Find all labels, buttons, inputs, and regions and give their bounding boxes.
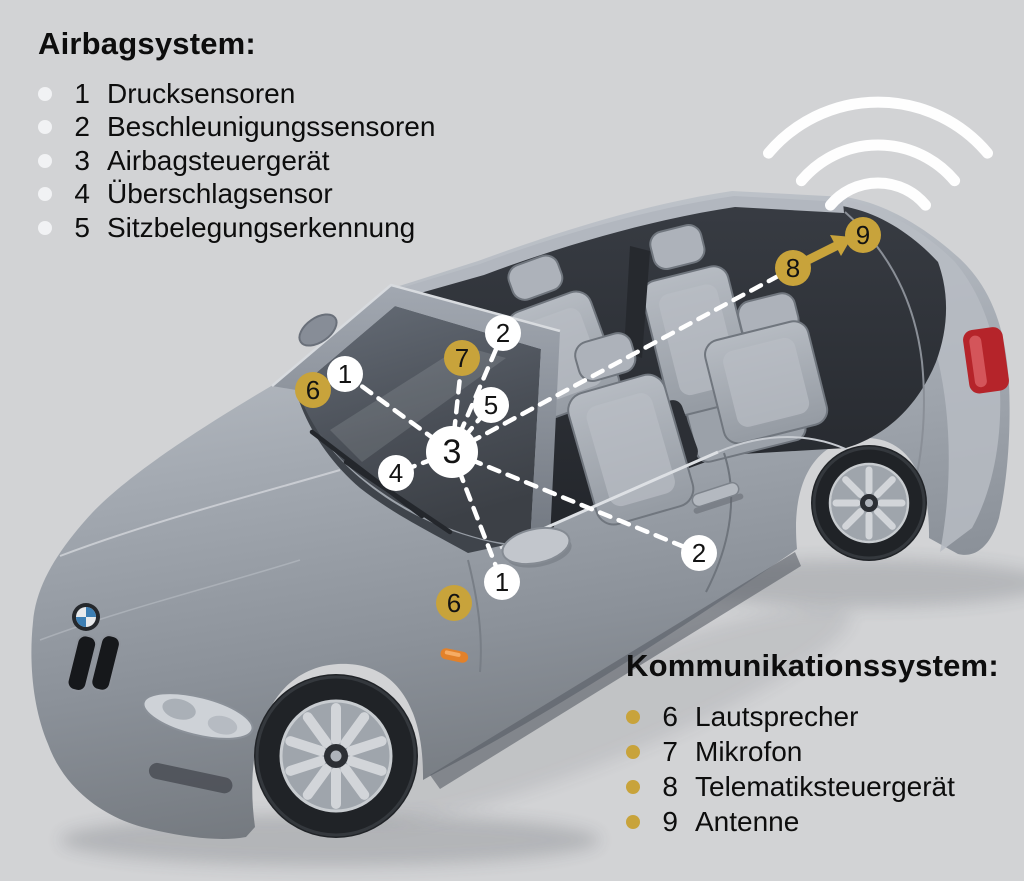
list-bullet-icon bbox=[38, 120, 52, 135]
list-bullet-icon bbox=[38, 187, 52, 202]
item-label: Sitzbelegungserkennung bbox=[107, 211, 416, 243]
callout-marker-6-door: 6 bbox=[436, 585, 472, 621]
far-door-top bbox=[395, 196, 844, 299]
door-seam-front bbox=[467, 559, 482, 673]
item-label: Airbagsteuergerät bbox=[107, 144, 330, 176]
list-item: 3 Airbagsteuergerät bbox=[38, 144, 435, 178]
list-bullet-icon bbox=[626, 744, 640, 759]
svg-text:6: 6 bbox=[306, 375, 320, 405]
callout-marker-6-top: 6 bbox=[295, 372, 331, 408]
item-number: 9 bbox=[662, 805, 678, 837]
item-label: Lautsprecher bbox=[695, 700, 859, 732]
item-number: 3 bbox=[74, 144, 90, 176]
svg-text:4: 4 bbox=[389, 458, 403, 488]
svg-text:2: 2 bbox=[496, 318, 510, 348]
signal-waves-icon bbox=[763, 96, 993, 211]
callout-marker-1-front: 1 bbox=[327, 356, 363, 392]
list-item: 8 Telematiksteuergerät bbox=[626, 769, 999, 804]
item-number: 1 bbox=[74, 77, 90, 109]
list-item: 4 Überschlagsensor bbox=[38, 178, 435, 212]
rear-right-seat bbox=[704, 292, 829, 445]
item-label: Telematiksteuergerät bbox=[695, 770, 955, 802]
item-label: Antenne bbox=[695, 805, 800, 837]
list-item: 7 Mikrofon bbox=[626, 734, 999, 769]
list-item: 6 Lautsprecher bbox=[626, 699, 999, 734]
door-seam-rear bbox=[705, 452, 733, 593]
trunk-lid bbox=[846, 200, 1001, 552]
list-item: 1 Drucksensoren bbox=[38, 77, 435, 111]
callout-marker-8: 8 bbox=[775, 250, 811, 286]
callout-marker-3-hub: 3 bbox=[426, 426, 478, 478]
headlight bbox=[142, 692, 254, 740]
list-item: 2 Beschleunigungssensoren bbox=[38, 111, 435, 145]
rocker-panel bbox=[430, 552, 801, 789]
airbag-legend-title: Airbagsystem: bbox=[38, 26, 256, 61]
svg-text:8: 8 bbox=[786, 253, 800, 283]
taillight bbox=[963, 327, 1009, 394]
list-item: 9 Antenne bbox=[626, 804, 999, 839]
item-number: 2 bbox=[74, 111, 90, 143]
seatbelt bbox=[624, 246, 650, 358]
rear-wheel bbox=[811, 445, 927, 561]
item-label: Drucksensoren bbox=[107, 77, 296, 109]
front-wheel bbox=[254, 674, 418, 838]
kidney-grille bbox=[66, 634, 121, 692]
item-number: 6 bbox=[662, 700, 678, 732]
side-marker bbox=[440, 648, 469, 663]
list-bullet-icon bbox=[626, 779, 640, 794]
item-label: Überschlagsensor bbox=[107, 178, 333, 210]
svg-text:6: 6 bbox=[447, 588, 461, 618]
lower-air-intake bbox=[148, 762, 233, 794]
airbag-legend: Airbagsystem: 1 Drucksensoren 2 Beschleu… bbox=[38, 26, 435, 245]
svg-text:3: 3 bbox=[443, 433, 462, 471]
svg-text:5: 5 bbox=[484, 390, 498, 420]
bmw-roundel-icon bbox=[72, 603, 100, 631]
wiper-blades bbox=[309, 429, 453, 535]
svg-text:9: 9 bbox=[856, 220, 870, 250]
list-bullet-icon bbox=[626, 814, 640, 829]
list-bullet-icon bbox=[38, 86, 52, 101]
callout-marker-4: 4 bbox=[378, 455, 414, 491]
callout-marker-5: 5 bbox=[473, 387, 509, 423]
item-number: 4 bbox=[74, 178, 90, 210]
communication-legend: Kommunikationssystem: 6 Lautsprecher 7 M… bbox=[626, 648, 999, 839]
front-right-seat bbox=[567, 332, 695, 526]
callout-marker-2-top: 2 bbox=[485, 315, 521, 351]
callout-marker-1-door: 1 bbox=[484, 564, 520, 600]
door-handle bbox=[691, 481, 744, 514]
communication-legend-title: Kommunikationssystem: bbox=[626, 648, 999, 683]
svg-text:1: 1 bbox=[338, 359, 352, 389]
list-bullet-icon bbox=[38, 220, 52, 235]
list-item: 5 Sitzbelegungserkennung bbox=[38, 211, 435, 245]
item-label: Beschleunigungssensoren bbox=[107, 111, 436, 143]
item-label: Mikrofon bbox=[695, 735, 803, 767]
list-bullet-icon bbox=[626, 709, 640, 724]
side-mirror bbox=[501, 526, 572, 568]
callout-marker-7: 7 bbox=[444, 340, 480, 376]
callout-marker-9: 9 bbox=[845, 217, 881, 253]
item-number: 8 bbox=[662, 770, 678, 802]
hood-creases bbox=[39, 469, 341, 641]
quarter-beltline bbox=[717, 436, 853, 453]
item-number: 5 bbox=[74, 211, 90, 243]
svg-text:1: 1 bbox=[495, 567, 509, 597]
svg-text:2: 2 bbox=[692, 538, 706, 568]
far-side-mirror bbox=[298, 313, 338, 347]
item-number: 7 bbox=[662, 735, 678, 767]
svg-text:7: 7 bbox=[455, 343, 469, 373]
callout-marker-2-door: 2 bbox=[681, 535, 717, 571]
list-bullet-icon bbox=[38, 153, 52, 168]
